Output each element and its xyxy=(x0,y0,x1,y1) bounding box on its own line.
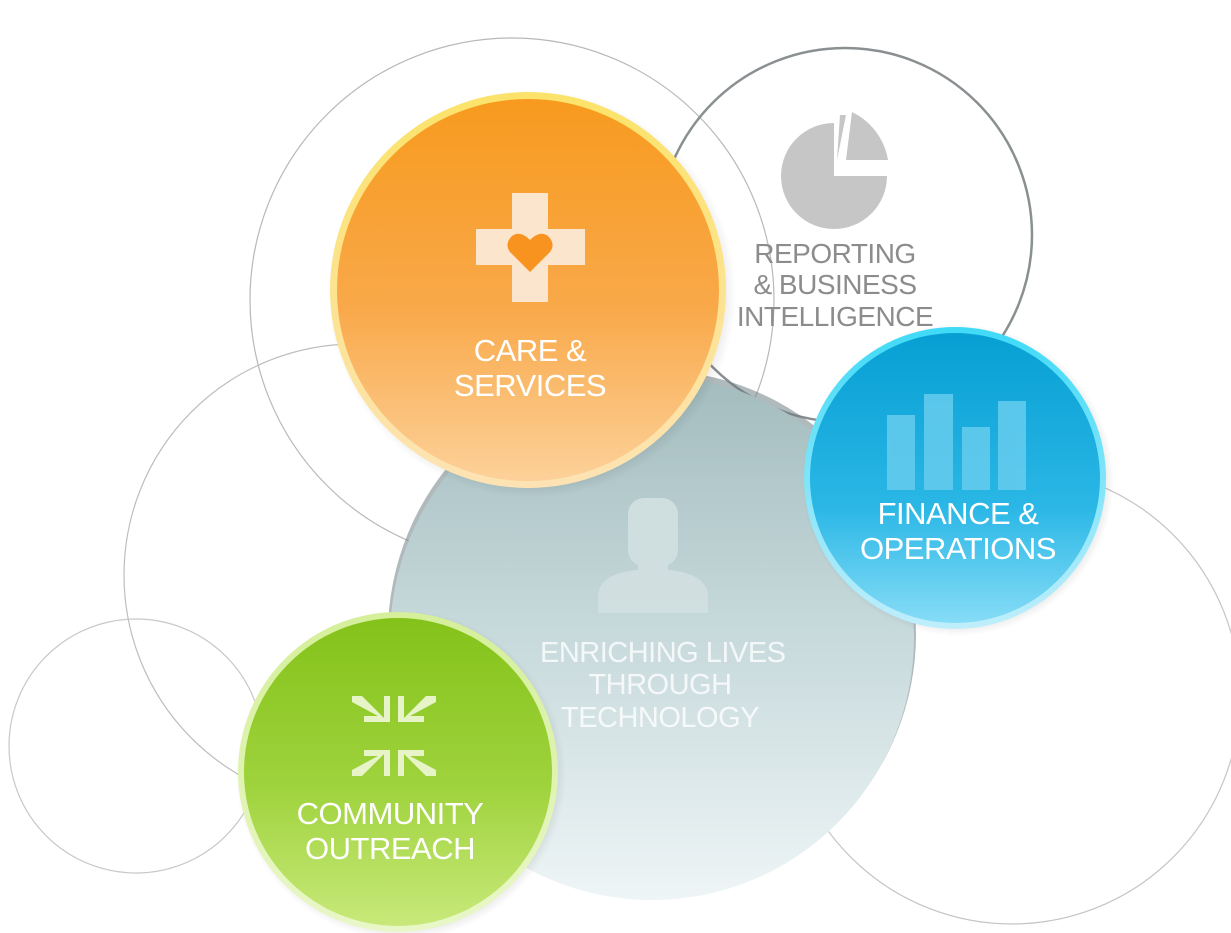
community-outreach-label: COMMUNITY OUTREACH xyxy=(290,796,490,866)
care-services-label: CARE & SERVICES xyxy=(430,333,630,403)
reporting-label-line-2: & BUSINESS xyxy=(753,269,917,301)
finance-label-line-1: FINANCE & xyxy=(877,496,1039,531)
reporting-label: REPORTING & BUSINESS INTELLIGENCE xyxy=(735,238,935,332)
enriching-lives-label: ENRICHING LIVES THROUGH TECHNOLOGY xyxy=(540,637,786,734)
pie-chart-icon xyxy=(781,112,888,229)
community-label-line-1: COMMUNITY xyxy=(296,796,484,831)
person-icon xyxy=(598,498,708,613)
finance-node xyxy=(802,324,1114,636)
reporting-label-line-3: INTELLIGENCE xyxy=(736,300,934,332)
bar-chart-icon xyxy=(887,394,1026,490)
care-label-line-2: SERVICES xyxy=(453,367,607,403)
community-label-line-2: OUTREACH xyxy=(305,830,475,866)
outline-circle-small xyxy=(8,618,264,874)
care-node xyxy=(328,90,736,498)
medical-cross-heart-icon xyxy=(476,193,585,302)
enriching-label-line-1: ENRICHING LIVES xyxy=(540,637,786,669)
community-node xyxy=(236,610,566,933)
enriching-label-line-3: TECHNOLOGY xyxy=(560,701,760,734)
enriching-label-line-2: THROUGH xyxy=(588,669,732,702)
care-label-line-1: CARE & xyxy=(473,333,587,368)
finance-label-line-2: OPERATIONS xyxy=(860,530,1056,566)
converging-arrows-icon xyxy=(352,696,436,776)
reporting-label-line-1: REPORTING xyxy=(754,238,916,269)
finance-operations-label: FINANCE & OPERATIONS xyxy=(858,496,1058,566)
